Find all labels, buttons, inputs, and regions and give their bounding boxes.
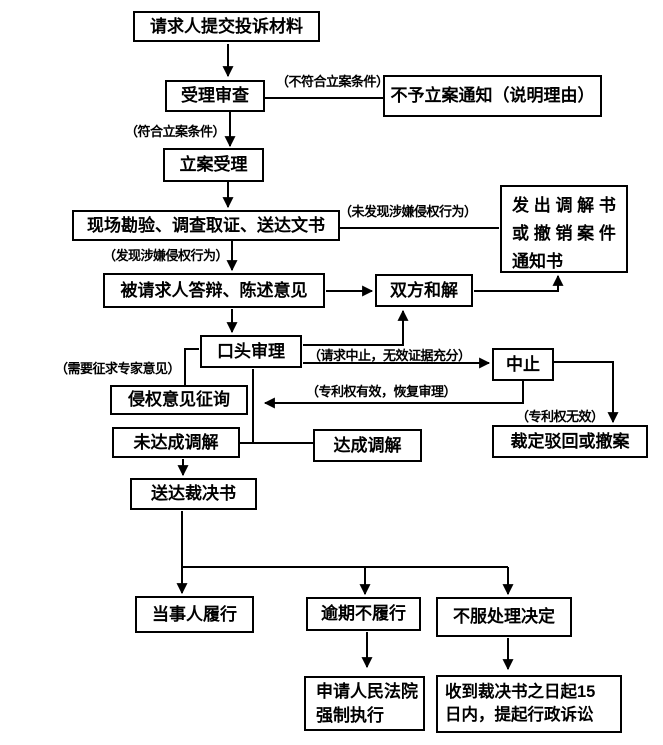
node-mediation-or-withdraw-notice: 发 出 调 解 书 或 撤 销 案 件 通知书 [500, 185, 628, 273]
edge-label-need-expert-opinion: （需要征求专家意见） [55, 361, 181, 376]
edge-suspension-to-consult [263, 381, 524, 409]
node-investigation: 现场勘验、调查取证、送达文书 [72, 210, 340, 241]
node-court-enforcement: 申请人民法院 强制执行 [304, 676, 425, 731]
node-oral-hearing: 口头审理 [200, 335, 302, 368]
edge-label-not-meet-filing: （不符合立案条件） [276, 74, 389, 89]
edge-settle-to-notice [474, 274, 564, 292]
edge-hearing-to-settle [303, 309, 409, 346]
node-dissatisfied-with-decision: 不服处理决定 [436, 597, 572, 637]
node-party-performs: 当事人履行 [135, 596, 254, 633]
node-infringement-opinion-consult: 侵权意见征询 [110, 385, 248, 415]
node-mediation-failed: 未达成调解 [112, 427, 240, 458]
node-overdue-nonperformance: 逾期不履行 [306, 597, 421, 631]
node-acceptance-review: 受理审查 [165, 80, 265, 112]
node-dismiss-or-withdraw: 裁定驳回或撤案 [492, 425, 648, 458]
edge-hearing-to-consult [184, 348, 199, 385]
edge-label-patent-valid-resume: （专利权有效，恢复审理） [306, 384, 457, 399]
node-administrative-lawsuit: 收到裁决书之日起15 日内，提起行政诉讼 [436, 675, 622, 733]
node-both-parties-settle: 双方和解 [375, 274, 473, 307]
node-respondent-statement: 被请求人答辩、陈述意见 [103, 273, 325, 308]
node-case-filing: 立案受理 [163, 148, 264, 182]
node-deliver-decision: 送达裁决书 [130, 478, 257, 510]
node-suspension: 中止 [492, 348, 554, 381]
edge-label-patent-invalid: （专利权无效） [516, 409, 604, 424]
edge-suspension-to-dismiss [554, 361, 619, 424]
node-no-filing-notice: 不予立案通知（说明理由） [383, 75, 602, 117]
node-submit-complaint: 请求人提交投诉材料 [133, 11, 320, 42]
edge-label-no-infringement-found: （未发现涉嫌侵权行为） [339, 204, 477, 219]
edge-label-request-suspension: （请求中止，无效证据充分） [308, 348, 471, 363]
edge-label-infringement-found: （发现涉嫌侵权行为） [103, 248, 229, 263]
edge-label-meet-filing: （符合立案条件） [125, 124, 226, 139]
node-mediation-reached: 达成调解 [313, 429, 422, 462]
